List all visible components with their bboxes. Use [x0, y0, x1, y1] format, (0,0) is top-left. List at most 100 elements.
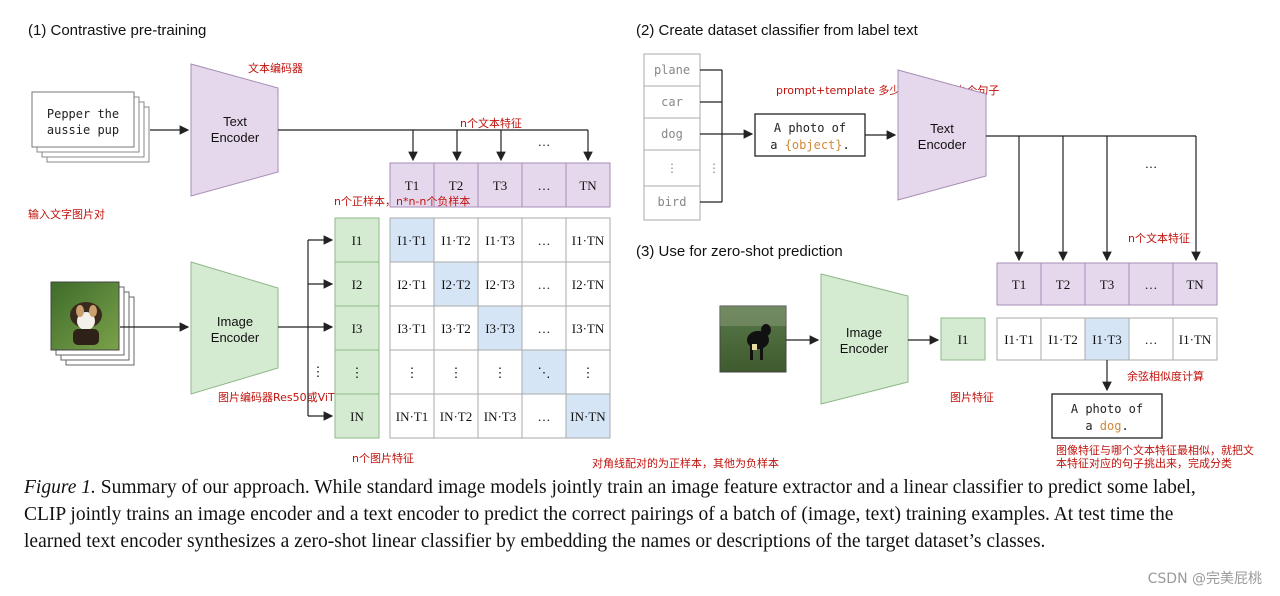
image-feature-arrows-1: ⋮: [278, 235, 334, 421]
figure-label: Figure 1.: [24, 477, 96, 498]
t-label: T1: [1012, 277, 1026, 292]
prompt-line1: A photo of: [774, 121, 846, 135]
t-label: TN: [579, 178, 597, 193]
similarity-cell: …: [538, 233, 551, 248]
text-feature-row-2: T1 T2 T3 … TN: [996, 262, 1218, 306]
image-encoder-2-label-1: Image: [846, 325, 882, 340]
zeroshot-i-label: I1: [958, 332, 969, 347]
label-item: plane: [654, 63, 690, 77]
label-list: plane car dog ⋮ bird: [643, 53, 701, 221]
similarity-cell: I1·T3: [485, 233, 515, 248]
label-item: bird: [658, 195, 687, 209]
image-encoder-2: [820, 273, 909, 405]
zeroshot-cell: I1·TN: [1179, 332, 1212, 347]
input-image-stack: [50, 281, 135, 366]
annotation-text-encoder: 文本编码器: [248, 61, 303, 75]
similarity-cell: …: [538, 409, 551, 424]
similarity-cell: I2·T3: [485, 277, 515, 292]
arrow-ellipsis-1: …: [538, 134, 551, 149]
similarity-cell: IN·T2: [440, 409, 473, 424]
similarity-cell: ⋱: [538, 365, 551, 380]
similarity-matrix: [389, 217, 611, 439]
i-label: I2: [352, 277, 363, 292]
arrow-vellipsis-1: ⋮: [312, 364, 325, 379]
i-label: IN: [350, 409, 364, 424]
similarity-cell: I3·T3: [485, 321, 515, 336]
similarity-cell: ⋮: [406, 365, 419, 380]
zeroshot-image-feature: I1: [940, 317, 986, 361]
result-line2: a dog.: [1085, 419, 1128, 433]
annotation-image-encoder: 图片编码器Res50或ViT: [218, 390, 335, 404]
text-encoder-2-label-2: Encoder: [918, 137, 967, 152]
annotation-cosine: 余弦相似度计算: [1127, 369, 1204, 383]
similarity-cell: ⋮: [582, 365, 595, 380]
text-encoder-1: [190, 63, 279, 197]
annotation-n-image-features: n个图片特征: [352, 451, 414, 465]
similarity-cell: I2·T1: [397, 277, 427, 292]
annotation-final-1: 图像特征与哪个文本特征最相似，就把文: [1056, 443, 1254, 457]
similarity-cell: I1·T2: [441, 233, 471, 248]
section-title-zeroshot: (3) Use for zero-shot prediction: [636, 243, 843, 260]
similarity-cell: …: [538, 277, 551, 292]
image-feature-column-1: I1 I2 I3 ⋮ IN: [334, 217, 380, 439]
image-encoder-2-label-2: Encoder: [840, 341, 889, 356]
similarity-cell: IN·T3: [484, 409, 517, 424]
t-label: T3: [493, 178, 507, 193]
section-title-pretraining: (1) Contrastive pre-training: [28, 22, 206, 39]
annotation-n-text-features-2: n个文本特征: [1128, 231, 1190, 245]
annotation-final-2: 本特征对应的句子挑出来，完成分类: [1056, 456, 1232, 470]
caption-text: Summary of our approach. While standard …: [24, 477, 1196, 552]
annotation-n-text-features: n个文本特征: [460, 116, 522, 130]
label-item: dog: [661, 127, 683, 141]
text-feature-arrows-2: …: [986, 135, 1201, 262]
zeroshot-cell: …: [1145, 332, 1158, 347]
similarity-cell: I3·T2: [441, 321, 471, 336]
t-label: …: [538, 178, 551, 193]
similarity-cell: I1·TN: [572, 233, 605, 248]
arrow-ellipsis-2: …: [1145, 156, 1158, 171]
annotation-diagonal: 对角线配对的为正样本，其他为负样本: [592, 456, 779, 470]
label-arrow-ellipsis: ⋮: [708, 161, 720, 175]
similarity-cell: I2·T2: [441, 277, 471, 292]
i-label: I1: [352, 233, 363, 248]
text-encoder-2-label-1: Text: [930, 121, 954, 136]
t-label: TN: [1186, 277, 1204, 292]
similarity-matrix-cells: I1·T1 I1·T2 I1·T3 … I1·TN I2·T1 I2·T2 I2·T3 … I2·…: [396, 233, 607, 424]
image-encoder-1-label-1: Image: [217, 314, 253, 329]
prompt-template-box: A photo of a {object}.: [754, 113, 866, 157]
similarity-cell: I3·TN: [572, 321, 605, 336]
label-arrows: ⋮: [700, 69, 754, 203]
zeroshot-image: [719, 305, 787, 373]
zeroshot-similarity-row: I1·T1 I1·T2 I1·T3 … I1·TN: [996, 317, 1218, 361]
t-label: …: [1145, 277, 1158, 292]
prompt-line2: a {object}.: [770, 138, 849, 152]
image-encoder-1-label-2: Encoder: [211, 330, 260, 345]
label-item: car: [661, 95, 683, 109]
text-feature-row-1: T1 T2 T3 … TN: [389, 162, 611, 208]
i-label: I3: [352, 321, 363, 336]
image-encoder-1: [190, 261, 279, 395]
figure-caption: Figure 1. Summary of our approach. While…: [24, 474, 1224, 555]
annotation-input-pairs: 输入文字图片对: [28, 207, 105, 221]
similarity-cell: I3·T1: [397, 321, 427, 336]
t-label: T2: [1056, 277, 1070, 292]
label-list-ellipsis: ⋮: [666, 161, 678, 175]
t-label: T1: [405, 178, 419, 193]
annotation-image-feature: 图片特征: [950, 390, 994, 404]
annotation-pos-neg: n个正样本，n*n-n个负样本: [334, 194, 470, 208]
similarity-cell: ⋮: [494, 365, 507, 380]
similarity-cell: …: [538, 321, 551, 336]
i-label: ⋮: [351, 365, 364, 380]
section-title-classifier: (2) Create dataset classifier from label…: [636, 22, 919, 39]
text-feature-arrows-1: …: [278, 129, 593, 162]
watermark: CSDN @完美屁桃: [1147, 571, 1262, 587]
input-text-stack: Pepper the aussie pup: [31, 91, 150, 163]
input-text-line1: Pepper the: [47, 107, 119, 121]
similarity-cell: I2·TN: [572, 277, 605, 292]
similarity-cell: I1·T1: [397, 233, 427, 248]
text-encoder-1-label-1: Text: [223, 114, 247, 129]
t-label: T2: [449, 178, 463, 193]
zeroshot-cell: I1·T1: [1004, 332, 1034, 347]
result-line1: A photo of: [1071, 402, 1143, 416]
zeroshot-cell: I1·T3: [1092, 332, 1122, 347]
